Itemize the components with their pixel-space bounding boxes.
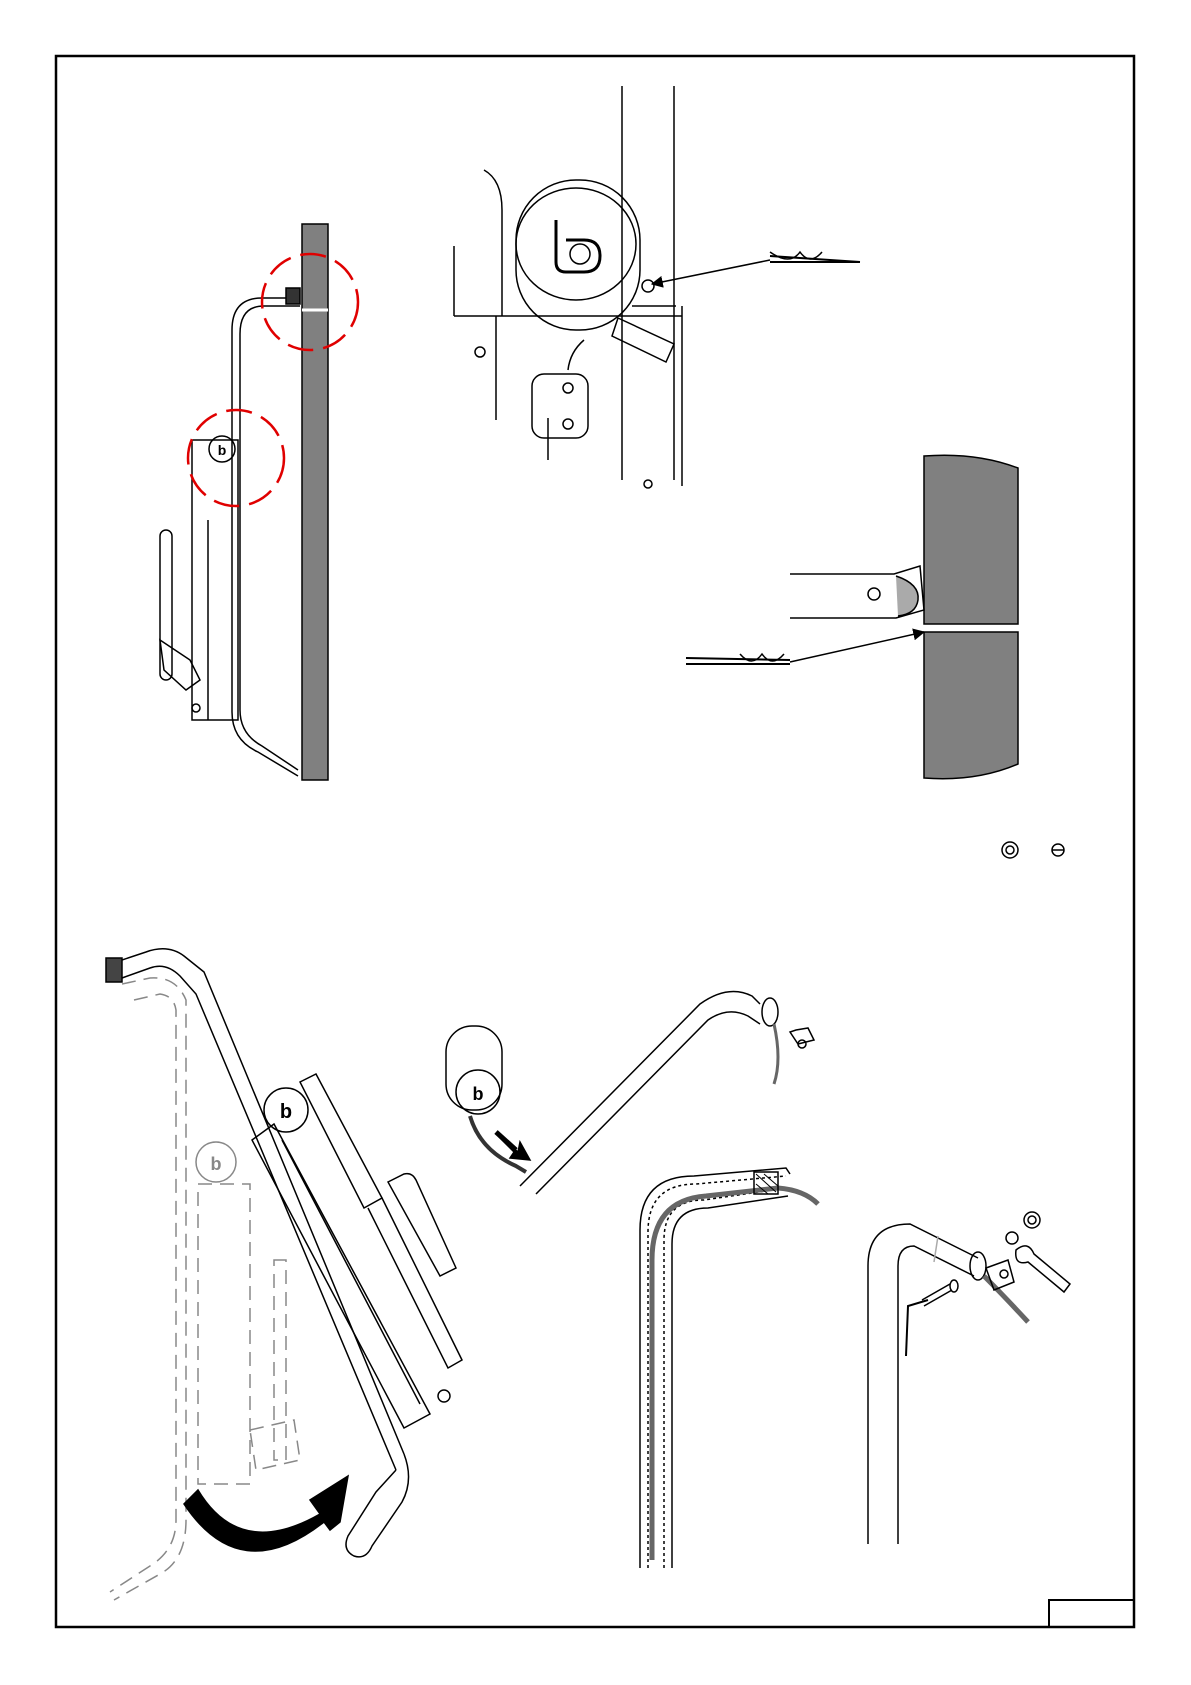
logo-b-large: b (280, 1101, 292, 1123)
drill-point-wall-closeup (686, 455, 1018, 779)
drill-pointer-arrow (652, 260, 770, 284)
wrench-icon (1016, 1246, 1070, 1292)
washer-icon (1006, 1232, 1018, 1244)
drill-point-motor-closeup (454, 86, 860, 488)
logo-b-motor: b (473, 1084, 484, 1104)
rotate-arrow-icon (184, 1476, 348, 1551)
bolt-icon (922, 1284, 952, 1306)
tube-frame-icon (232, 298, 300, 776)
tube-cross-section (640, 1168, 818, 1568)
hex-key-icon (906, 1300, 928, 1356)
nut-icon (1024, 1212, 1040, 1228)
side-view-illustration: b (160, 224, 358, 780)
wall-icon (924, 455, 1018, 624)
page-number (1050, 1601, 1130, 1625)
page-border (56, 56, 1134, 1627)
rotate-arm-view: b b (106, 949, 462, 1600)
nut-icon (1002, 842, 1018, 858)
insert-cable-view: b (446, 992, 814, 1195)
bracket-fastening-view (868, 1212, 1070, 1544)
wall-icon (302, 224, 328, 780)
drill-pointer-arrow (790, 632, 924, 662)
nut-and-washer-parts (1002, 842, 1064, 858)
detail-circle-icon (188, 410, 284, 506)
logo-b-small: b (218, 442, 227, 458)
tube-section-icon (640, 1168, 790, 1568)
logo-b-ghost: b (211, 1154, 222, 1174)
